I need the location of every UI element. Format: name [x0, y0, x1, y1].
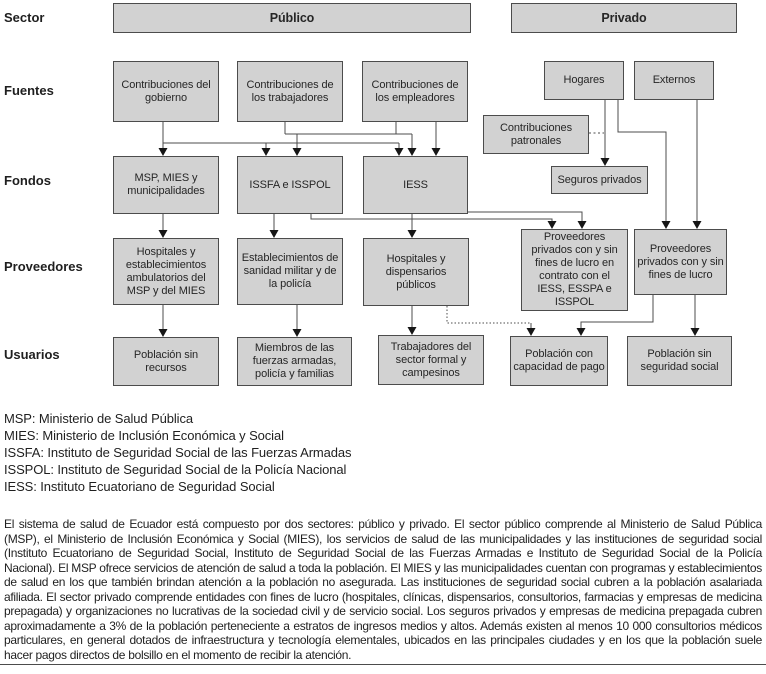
- box-iess: IESS: [363, 156, 468, 214]
- box-poblacion-capacidad-pago: Población con capacidad de pago: [510, 336, 608, 386]
- box-contribuciones-empleadores: Contribuciones de los empleadores: [362, 61, 468, 122]
- box-msp-mies-municipalidades: MSP, MIES y municipalidades: [113, 156, 219, 214]
- box-contribuciones-gobierno: Contribuciones del gobierno: [113, 61, 219, 122]
- abbreviation-iess: IESS: Instituto Ecuatoriano de Seguridad…: [4, 479, 275, 494]
- abbreviation-msp: MSP: Ministerio de Salud Pública: [4, 411, 194, 426]
- bottom-divider: [0, 664, 766, 665]
- box-issfa-isspol: ISSFA e ISSPOL: [237, 156, 343, 214]
- box-sanidad-militar-policia: Establecimientos de sanidad militar y de…: [237, 238, 343, 305]
- box-contribuciones-trabajadores: Contribuciones de los trabajadores: [237, 61, 343, 122]
- box-contribuciones-patronales: Contribuciones patronales: [483, 115, 589, 154]
- box-trabajadores-sector-formal: Trabajadores del sector formal y campesi…: [378, 335, 484, 385]
- box-externos: Externos: [634, 61, 714, 100]
- box-poblacion-sin-seguridad-social: Población sin seguridad social: [627, 336, 732, 386]
- row-label-proveedores: Proveedores: [4, 259, 83, 274]
- abbreviation-issfa: ISSFA: Instituto de Seguridad Social de …: [4, 445, 352, 460]
- abbreviation-mies: MIES: Ministerio de Inclusión Económica …: [4, 428, 284, 443]
- sector-publico-box: Público: [113, 3, 471, 33]
- row-label-fuentes: Fuentes: [4, 83, 54, 98]
- box-hospitales-msp-mies: Hospitales y establecimientos ambulatori…: [113, 238, 219, 305]
- box-proveedores-privados-contrato: Proveedores privados con y sin fines de …: [521, 229, 628, 311]
- box-miembros-fuerzas-armadas: Miembros de las fuerzas armadas, policía…: [237, 337, 352, 386]
- sector-privado-box: Privado: [511, 3, 737, 33]
- abbreviation-isspol: ISSPOL: Instituto de Seguridad Social de…: [4, 462, 347, 477]
- figure-description: El sistema de salud de Ecuador está comp…: [4, 517, 762, 662]
- box-hogares: Hogares: [544, 61, 624, 100]
- box-seguros-privados: Seguros privados: [551, 166, 648, 194]
- box-hospitales-dispensarios-publicos: Hospitales y dispensarios públicos: [363, 238, 469, 306]
- health-system-flow-diagram: Sector Fuentes Fondos Proveedores Usuari…: [4, 3, 737, 386]
- row-label-fondos: Fondos: [4, 173, 51, 188]
- box-poblacion-sin-recursos: Población sin recursos: [113, 337, 219, 386]
- box-proveedores-privados: Proveedores privados con y sin fines de …: [634, 229, 727, 295]
- abbreviation-list: MSP: Ministerio de Salud Pública MIES: M…: [4, 410, 352, 495]
- row-label-sector: Sector: [4, 10, 45, 25]
- row-label-usuarios: Usuarios: [4, 347, 60, 362]
